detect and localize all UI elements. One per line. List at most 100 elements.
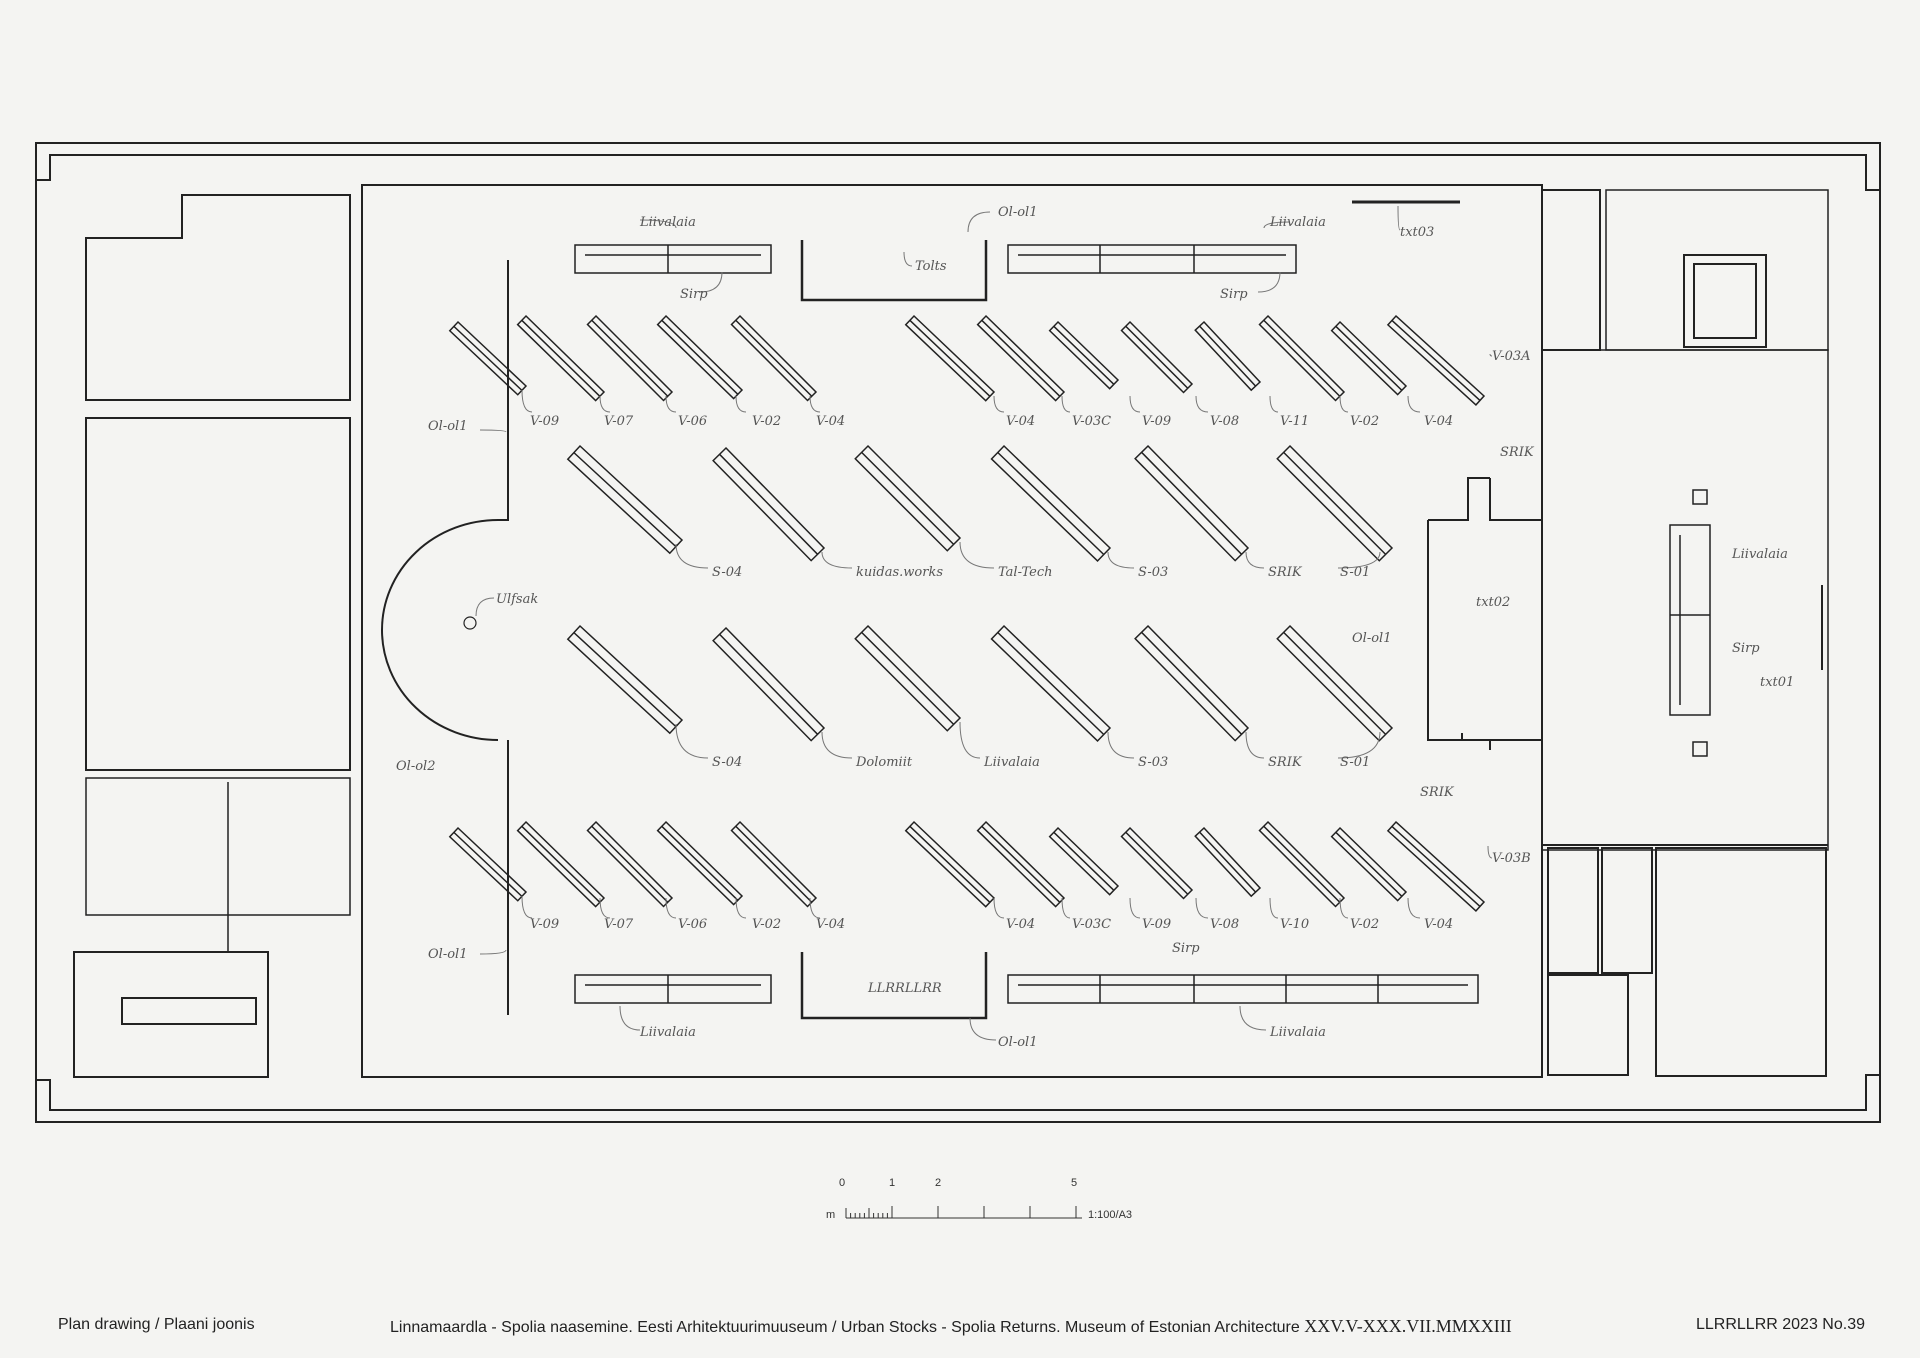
leader-line [1129,897,1141,919]
label-object: S-04 [712,755,742,770]
left-rooms [73,194,351,1078]
label-object: SRIK [1268,565,1303,580]
exhibit-object [1120,826,1194,900]
label-object: V-02 [752,414,781,429]
leader-line [1407,395,1421,413]
exhibit-object [1048,320,1120,390]
exhibit-object [1134,624,1250,742]
leader-line [1129,395,1141,413]
label-liivalaia: Liivalaia [639,1025,696,1040]
label-object: S-01 [1340,565,1370,580]
exhibit-object [586,314,674,402]
exhibit-object [516,314,606,402]
leader-line [809,395,821,413]
label-object: S-04 [712,565,742,580]
leader-line [1245,551,1265,569]
exhibit-object [990,444,1112,563]
label-ol-ol1: Ol-ol1 [998,205,1037,220]
leader-line [1397,205,1401,231]
leader-line [735,395,747,413]
label-ol-ol1: Ol-ol1 [998,1035,1037,1050]
label-liivalaia: Liivalaia [639,215,696,230]
label-ol-ol2: Ol-ol2 [396,759,435,774]
leader-line [1195,897,1209,919]
leader-line [1269,897,1279,919]
leader-line [993,395,1005,413]
leader-line [1263,221,1291,229]
scale-bar: 0 1 2 5 m 1:100/A3 [826,1177,1132,1221]
exhibit-object [656,314,744,400]
label-txt01: txt01 [1760,675,1794,690]
label-llrrllrr: LLRRLLRR [867,981,942,996]
exhibit-object [1386,314,1486,406]
label-object: V-02 [1350,917,1379,932]
leader-line [699,271,723,293]
exhibit-object [990,624,1112,743]
label-liivalaia: Liivalaia [1269,215,1326,230]
label-object: V-09 [530,414,559,429]
label-object: SRIK [1268,755,1303,770]
exhibit-object [656,820,744,906]
exhibit-object [1386,820,1486,912]
label-object: Liivalaia [983,755,1040,770]
label-txt03: txt03 [1400,225,1434,240]
label-object: V-08 [1210,414,1239,429]
leader-line [1269,395,1279,413]
leader-line [675,723,709,759]
label-ol-ol1: Ol-ol1 [428,419,467,434]
scale-tick-label: 1 [889,1177,895,1189]
label-object: V-04 [1424,917,1453,932]
label-liivalaia: Liivalaia [1269,1025,1326,1040]
leader-line [1239,1005,1267,1031]
footer-center: Linnamaardla - Spolia naasemine. Eesti A… [390,1316,1512,1337]
label-txt02: txt02 [1476,595,1510,610]
outer-wall [35,142,1881,1123]
label-srik: SRIK [1500,445,1535,460]
exhibit-object [1194,320,1262,392]
label-object: V-04 [816,917,845,932]
label-object: S-03 [1138,565,1168,580]
exhibit-object [1330,320,1408,396]
exhibit-object [566,624,684,735]
label-object: V-06 [678,917,707,932]
exhibit-object [904,820,996,908]
leader-line [821,731,853,759]
leader-line [903,251,913,267]
label-liivalaia: Liivalaia [1731,547,1788,562]
label-object: Dolomiit [855,755,913,770]
exhibit-object [1048,826,1120,896]
label-tolts: Tolts [915,259,947,274]
exhibit-object [730,314,818,402]
label-v-03b: V-03B [1492,851,1531,866]
label-object: Tal-Tech [998,565,1053,580]
leader-line [675,543,709,569]
main-hall-walls [361,184,1543,1078]
label-object: V-09 [1142,414,1171,429]
label-object: V-06 [678,414,707,429]
exhibit-object [976,820,1066,908]
exhibit-object [448,320,528,396]
label-object: V-07 [604,917,634,932]
label-object: V-10 [1280,917,1309,932]
right-rooms [1427,189,1829,1077]
leader-line [639,219,677,229]
label-object: V-08 [1210,917,1239,932]
bench-bottom-left [574,974,772,1004]
exhibit-object [1276,624,1394,742]
scale-tick-label: 0 [839,1177,845,1189]
footer-title: Linnamaardla - Spolia naasemine. Eesti A… [390,1319,1300,1336]
leader-line [969,1017,997,1041]
leader-line [1339,395,1349,413]
scale-ratio: 1:100/A3 [1088,1209,1132,1221]
scale-tick-label: 5 [1071,1177,1077,1189]
exhibit-object [1258,314,1346,402]
leader-line [1107,551,1135,569]
leader-line [1489,353,1493,357]
exhibit-object [904,314,996,402]
footer-right: LLRRLLRR 2023 No.39 [1696,1316,1865,1333]
label-object: V-07 [604,414,634,429]
leader-line [1257,271,1281,293]
exhibit-object [1194,826,1262,898]
label-object: V-04 [1006,917,1035,932]
